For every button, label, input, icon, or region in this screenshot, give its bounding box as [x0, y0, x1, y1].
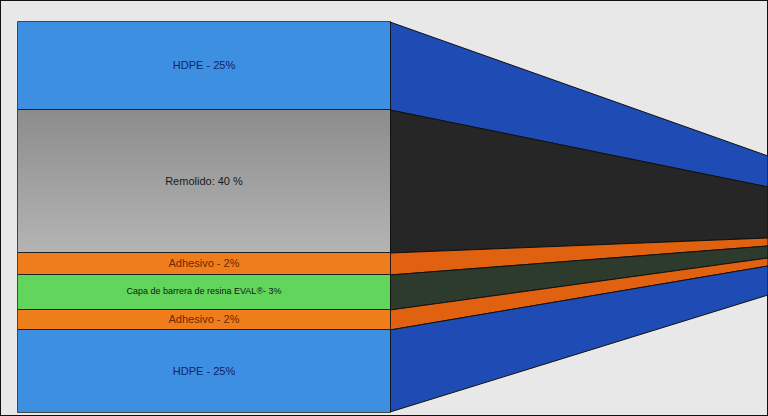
side-regrind — [390, 110, 768, 253]
layer-label: HDPE - 25% — [173, 365, 235, 377]
adhesive-layer: Adhesivo - 2% — [18, 310, 390, 330]
side-faces — [390, 22, 768, 412]
front-outline — [18, 22, 390, 412]
layer-label: Adhesivo - 2% — [169, 313, 240, 325]
layer-label: Adhesivo - 2% — [169, 257, 240, 269]
adhesive-layer: Adhesivo - 2% — [18, 253, 390, 275]
layer-label: Capa de barrera de resina EVAL®- 3% — [126, 287, 281, 297]
hdpe-layer: HDPE - 25% — [18, 22, 390, 110]
hdpe-layer: HDPE - 25% — [18, 330, 390, 412]
layer-label: Remolido: 40 % — [165, 175, 243, 187]
side-hdpe-bottom — [390, 266, 768, 412]
layer-label: HDPE - 25% — [173, 59, 235, 71]
barrier-layer: Capa de barrera de resina EVAL®- 3% — [18, 275, 390, 310]
regrind-layer: Remolido: 40 % — [18, 110, 390, 253]
